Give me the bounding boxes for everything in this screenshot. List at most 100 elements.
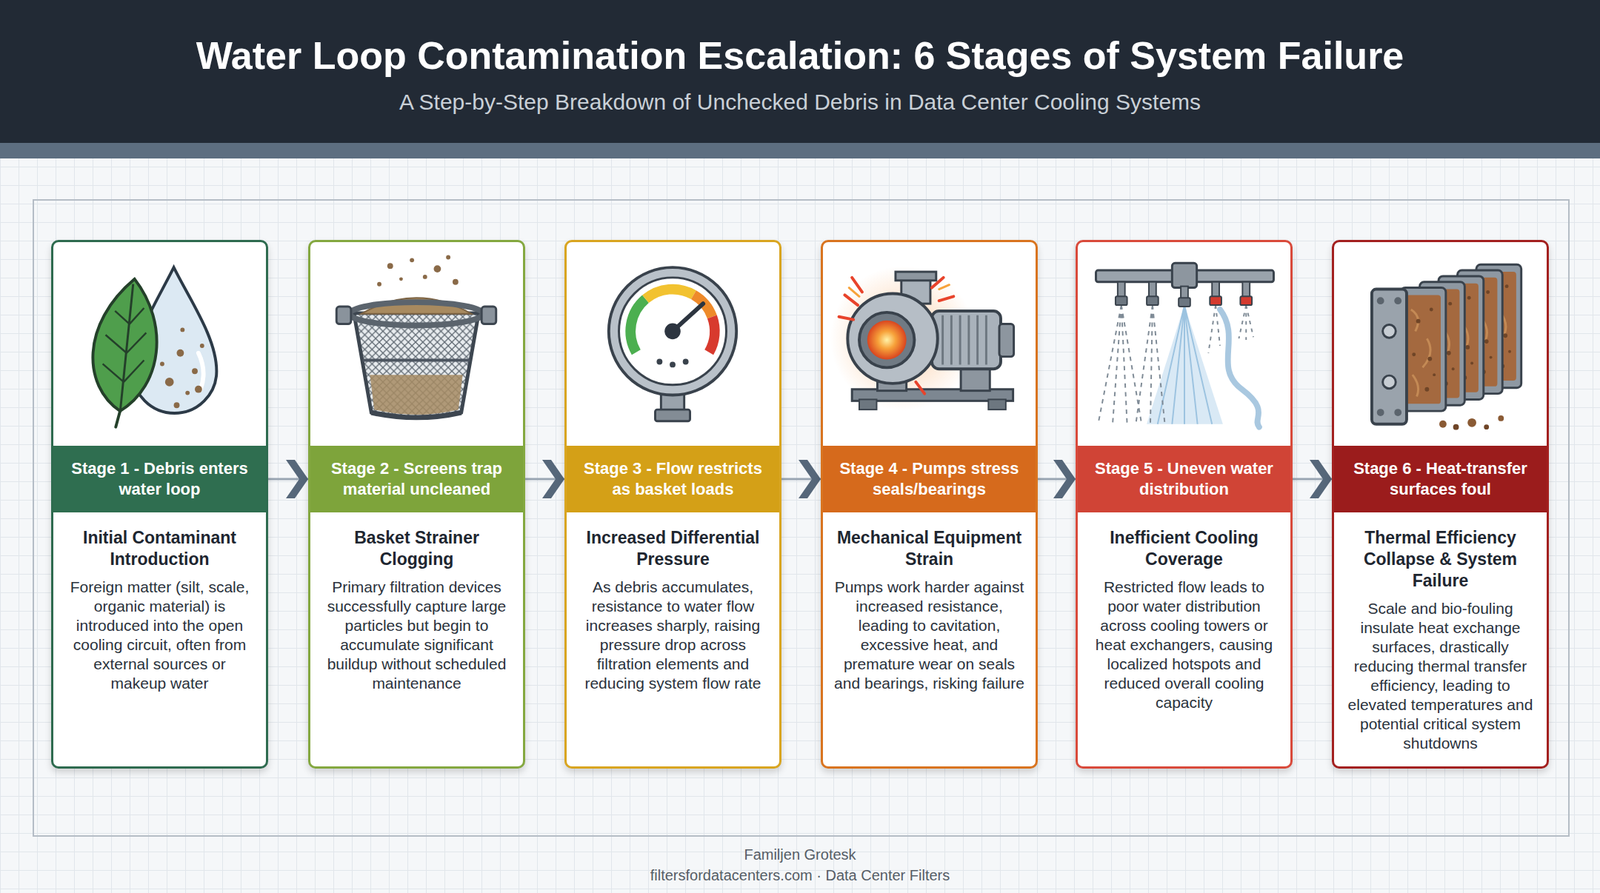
- shape-circle: [1382, 375, 1397, 389]
- shape-circle: [664, 323, 681, 340]
- stage-heading: Initial Contaminant Introduction: [53, 512, 266, 577]
- stage-label: Stage 2 - Screens trap material uncleane…: [316, 458, 518, 500]
- stage-heading: Mechanical Equipment Strain: [822, 512, 1036, 577]
- spray-nozzle-icon: [1077, 242, 1291, 446]
- shape-circle: [422, 274, 428, 280]
- shape-rect: [1240, 296, 1252, 306]
- footer-note: filtersfordatacenters.com · Data Center …: [0, 865, 1600, 886]
- shape-path: [371, 412, 461, 418]
- icon-area: [1334, 242, 1547, 446]
- shape-rect: [1171, 262, 1197, 288]
- shape-circle: [452, 279, 459, 286]
- diagram-title: Water Loop Contamination Escalation: 6 S…: [0, 32, 1600, 79]
- stage-heading: Inefficient Cooling Coverage: [1077, 512, 1291, 577]
- shape-path: [1220, 309, 1260, 428]
- header-strip: [0, 142, 1600, 159]
- shape-circle: [1483, 424, 1489, 430]
- stage-heading: Basket Strainer Clogging: [310, 512, 523, 577]
- shape-path: [839, 277, 955, 395]
- shape-path: [848, 285, 949, 298]
- shape-circle: [1394, 408, 1402, 417]
- icon-area: [566, 242, 780, 446]
- stage-connector: [268, 478, 309, 481]
- shape-path: [708, 317, 715, 353]
- shape-path: [102, 308, 147, 383]
- shape-circle: [377, 282, 382, 287]
- footer-note: Familjen Grotesk: [0, 845, 1600, 865]
- shape-circle: [200, 343, 205, 349]
- stage-band: Stage 1 - Debris enters water loop: [53, 445, 266, 513]
- subtitle: A Step-by-Step Breakdown of Unchecked De…: [0, 88, 1600, 117]
- shape-circle: [194, 385, 203, 394]
- icon-area: [310, 242, 523, 446]
- stage-description: Primary filtration devices successfully …: [310, 576, 523, 707]
- shape-circle: [445, 255, 451, 260]
- shape-circle: [1439, 420, 1447, 429]
- stage-label: Stage 3 - Flow restricts as basket loads: [572, 458, 774, 500]
- shape-path: [942, 315, 987, 366]
- shape-path: [1208, 305, 1220, 354]
- stage-card: Stage 5 - Uneven water distributionIneff…: [1075, 240, 1293, 769]
- stage-band: Stage 5 - Uneven water distribution: [1077, 445, 1291, 513]
- stage-heading: Increased Differential Pressure: [566, 512, 780, 577]
- stage-connector: [781, 478, 821, 481]
- shape-rect: [1371, 289, 1407, 425]
- stage-card: Stage 1 - Debris enters water loopInitia…: [51, 240, 269, 769]
- shape-circle: [656, 359, 663, 366]
- shape-path: [115, 411, 120, 428]
- stage-description: Restricted flow leads to poor water dist…: [1077, 576, 1291, 726]
- shape-ellipse: [349, 302, 483, 326]
- stage-label: Stage 4 - Pumps stress seals/bearings: [828, 458, 1030, 500]
- stage-band: Stage 6 - Heat-transfer surfaces foul: [1334, 445, 1547, 513]
- shape-circle: [387, 262, 394, 269]
- stage-description: Pumps work harder against increased resi…: [822, 576, 1036, 707]
- stage-connector: [1037, 478, 1076, 481]
- stage-card: Stage 3 - Flow restricts as basket loads…: [564, 240, 782, 769]
- pump-icon: [822, 242, 1036, 446]
- stage-description: As debris accumulates, resistance to wat…: [566, 576, 780, 707]
- stage-card: Stage 6 - Heat-transfer surfaces foulThe…: [1331, 240, 1549, 769]
- shape-path: [645, 289, 694, 300]
- stage-band: Stage 4 - Pumps stress seals/bearings: [822, 445, 1036, 513]
- shape-rect: [931, 311, 1001, 369]
- icon-area: [1077, 242, 1291, 446]
- shape-circle: [1377, 297, 1385, 305]
- stage-band: Stage 3 - Flow restricts as basket loads: [566, 445, 780, 513]
- shape-circle: [1453, 424, 1460, 431]
- shape-path: [198, 353, 204, 390]
- shape-circle: [608, 267, 737, 395]
- shape-path: [1157, 305, 1212, 425]
- shape-path: [92, 279, 157, 412]
- shape-rect: [1115, 296, 1128, 306]
- stage-label: Stage 6 - Heat-transfer surfaces foul: [1340, 458, 1541, 500]
- shape-rect: [655, 409, 691, 422]
- shape-circle: [409, 257, 415, 263]
- shape-rect: [1178, 297, 1191, 307]
- shape-path: [369, 374, 463, 415]
- pressure-gauge-icon: [566, 242, 780, 446]
- shape-rect: [988, 399, 1006, 410]
- stage-connector: [525, 478, 565, 481]
- shape-circle: [847, 293, 938, 383]
- heat-exchanger-icon: [1334, 242, 1547, 446]
- shape-circle: [177, 349, 185, 358]
- shape-rect: [1209, 296, 1222, 306]
- shape-circle: [1497, 415, 1504, 422]
- stage-label: Stage 5 - Uneven water distribution: [1083, 458, 1285, 500]
- shape-rect: [336, 306, 352, 325]
- shape-circle: [174, 402, 180, 409]
- icon-area: [53, 242, 266, 446]
- shape-circle: [669, 361, 676, 368]
- shape-rect: [1146, 296, 1159, 306]
- shape-circle: [399, 277, 403, 281]
- shape-rect: [895, 271, 937, 281]
- shape-rect: [859, 399, 878, 410]
- stage-card: Stage 2 - Screens trap material uncleane…: [308, 240, 526, 769]
- icon-area: [822, 242, 1036, 446]
- shape-circle: [859, 312, 915, 368]
- shape-path: [1097, 305, 1142, 425]
- stage-connector: [1292, 478, 1332, 481]
- shape-circle: [1394, 297, 1402, 305]
- shape-circle: [165, 377, 175, 387]
